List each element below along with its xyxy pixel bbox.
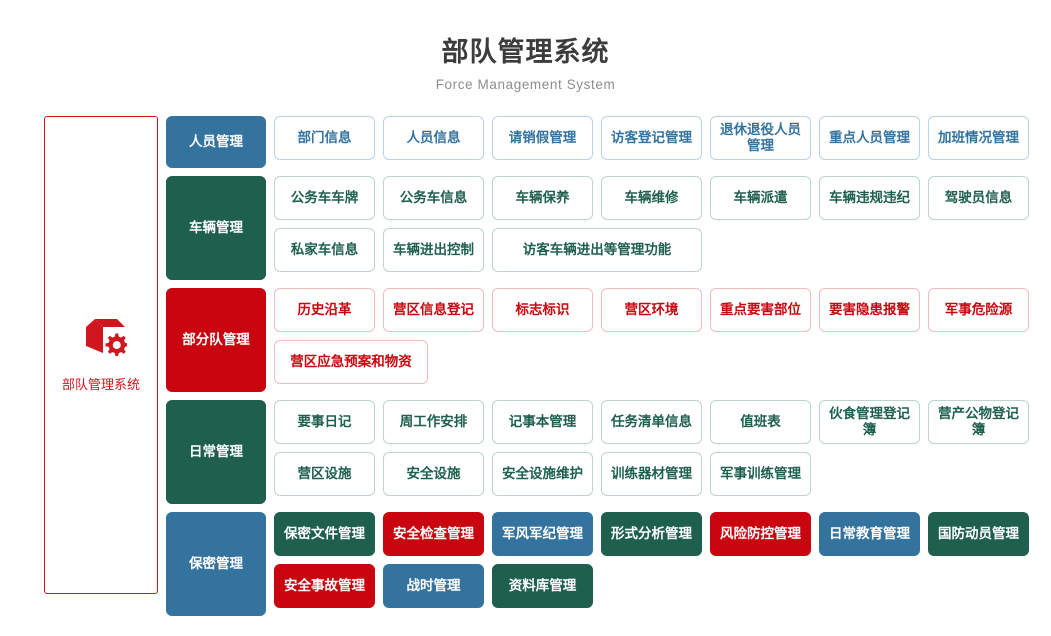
brand-panel: 部队管理系统 (44, 116, 158, 595)
module-card[interactable]: 访客车辆进出等管理功能 (492, 228, 702, 273)
module-group-row: 保密管理保密文件管理安全检查管理军风军纪管理形式分析管理风险防控管理日常教育管理… (166, 512, 1051, 617)
module-card[interactable]: 私家车信息 (274, 228, 375, 273)
module-card[interactable]: 值班表 (710, 400, 811, 445)
module-card[interactable]: 日常教育管理 (819, 512, 920, 557)
module-card[interactable]: 车辆保养 (492, 176, 593, 221)
module-card[interactable]: 营产公物登记簿 (928, 400, 1029, 445)
module-card[interactable]: 形式分析管理 (601, 512, 702, 557)
module-card[interactable]: 车辆进出控制 (383, 228, 484, 273)
module-card[interactable]: 历史沿革 (274, 288, 375, 333)
page-header: 部队管理系统 Force Management System (0, 0, 1051, 92)
page-title: 部队管理系统 (441, 37, 610, 67)
module-card[interactable]: 要事日记 (274, 400, 375, 445)
module-card[interactable]: 战时管理 (383, 564, 484, 609)
module-card[interactable]: 训练器材管理 (601, 452, 702, 497)
module-card[interactable]: 公务车信息 (383, 176, 484, 221)
group-header-button[interactable]: 部分队管理 (166, 288, 266, 393)
module-card[interactable]: 军事训练管理 (710, 452, 811, 497)
module-card[interactable]: 车辆违规违纪 (819, 176, 920, 221)
module-card[interactable]: 营区环境 (601, 288, 702, 333)
group-header-button[interactable]: 人员管理 (166, 116, 266, 169)
module-card[interactable]: 重点要害部位 (710, 288, 811, 333)
module-card[interactable]: 风险防控管理 (710, 512, 811, 557)
group-item-list: 保密文件管理安全检查管理军风军纪管理形式分析管理风险防控管理日常教育管理国防动员… (274, 512, 1051, 616)
module-card[interactable]: 记事本管理 (492, 400, 593, 445)
group-item-list: 部门信息人员信息请销假管理访客登记管理退休退役人员管理重点人员管理加班情况管理 (274, 116, 1051, 168)
module-card[interactable]: 国防动员管理 (928, 512, 1029, 557)
group-item-list: 要事日记周工作安排记事本管理任务清单信息值班表伙食管理登记簿营产公物登记簿营区设… (274, 400, 1051, 504)
module-card[interactable]: 伙食管理登记簿 (819, 400, 920, 445)
module-card[interactable]: 安全设施 (383, 452, 484, 497)
group-item-list: 公务车车牌公务车信息车辆保养车辆维修车辆派遣车辆违规违纪驾驶员信息私家车信息车辆… (274, 176, 1051, 280)
module-card[interactable]: 营区应急预案和物资 (274, 340, 428, 385)
module-card[interactable]: 营区信息登记 (383, 288, 484, 333)
module-card[interactable]: 任务清单信息 (601, 400, 702, 445)
module-card[interactable]: 营区设施 (274, 452, 375, 497)
module-card[interactable]: 车辆维修 (601, 176, 702, 221)
module-card[interactable]: 部门信息 (274, 116, 375, 161)
module-card[interactable]: 安全事故管理 (274, 564, 375, 609)
module-group-row: 日常管理要事日记周工作安排记事本管理任务清单信息值班表伙食管理登记簿营产公物登记… (166, 400, 1051, 505)
module-groups: 人员管理部门信息人员信息请销假管理访客登记管理退休退役人员管理重点人员管理加班情… (166, 116, 1051, 624)
module-group-row: 车辆管理公务车车牌公务车信息车辆保养车辆维修车辆派遣车辆违规违纪驾驶员信息私家车… (166, 176, 1051, 281)
module-card[interactable]: 退休退役人员管理 (710, 116, 811, 161)
module-card[interactable]: 访客登记管理 (601, 116, 702, 161)
system-module-board: 部队管理系统 人员管理部门信息人员信息请销假管理访客登记管理退休退役人员管理重点… (0, 116, 1051, 624)
module-card[interactable]: 保密文件管理 (274, 512, 375, 557)
module-card[interactable]: 周工作安排 (383, 400, 484, 445)
page-subtitle: Force Management System (435, 77, 616, 93)
box-gear-icon (75, 317, 127, 365)
module-card[interactable]: 军风军纪管理 (492, 512, 593, 557)
module-card[interactable]: 驾驶员信息 (928, 176, 1029, 221)
group-header-button[interactable]: 车辆管理 (166, 176, 266, 281)
group-item-list: 历史沿革营区信息登记标志标识营区环境重点要害部位要害隐患报警军事危险源营区应急预… (274, 288, 1051, 392)
module-card[interactable]: 加班情况管理 (928, 116, 1029, 161)
module-group-row: 人员管理部门信息人员信息请销假管理访客登记管理退休退役人员管理重点人员管理加班情… (166, 116, 1051, 169)
module-card[interactable]: 公务车车牌 (274, 176, 375, 221)
module-group-row: 部分队管理历史沿革营区信息登记标志标识营区环境重点要害部位要害隐患报警军事危险源… (166, 288, 1051, 393)
group-header-button[interactable]: 保密管理 (166, 512, 266, 617)
module-card[interactable]: 人员信息 (383, 116, 484, 161)
module-card[interactable]: 要害隐患报警 (819, 288, 920, 333)
module-card[interactable]: 标志标识 (492, 288, 593, 333)
module-card[interactable]: 军事危险源 (928, 288, 1029, 333)
module-card[interactable]: 安全检查管理 (383, 512, 484, 557)
module-card[interactable]: 重点人员管理 (819, 116, 920, 161)
module-card[interactable]: 安全设施维护 (492, 452, 593, 497)
brand-label: 部队管理系统 (61, 377, 140, 393)
module-card[interactable]: 请销假管理 (492, 116, 593, 161)
module-card[interactable]: 资料库管理 (492, 564, 593, 609)
module-card[interactable]: 车辆派遣 (710, 176, 811, 221)
group-header-button[interactable]: 日常管理 (166, 400, 266, 505)
